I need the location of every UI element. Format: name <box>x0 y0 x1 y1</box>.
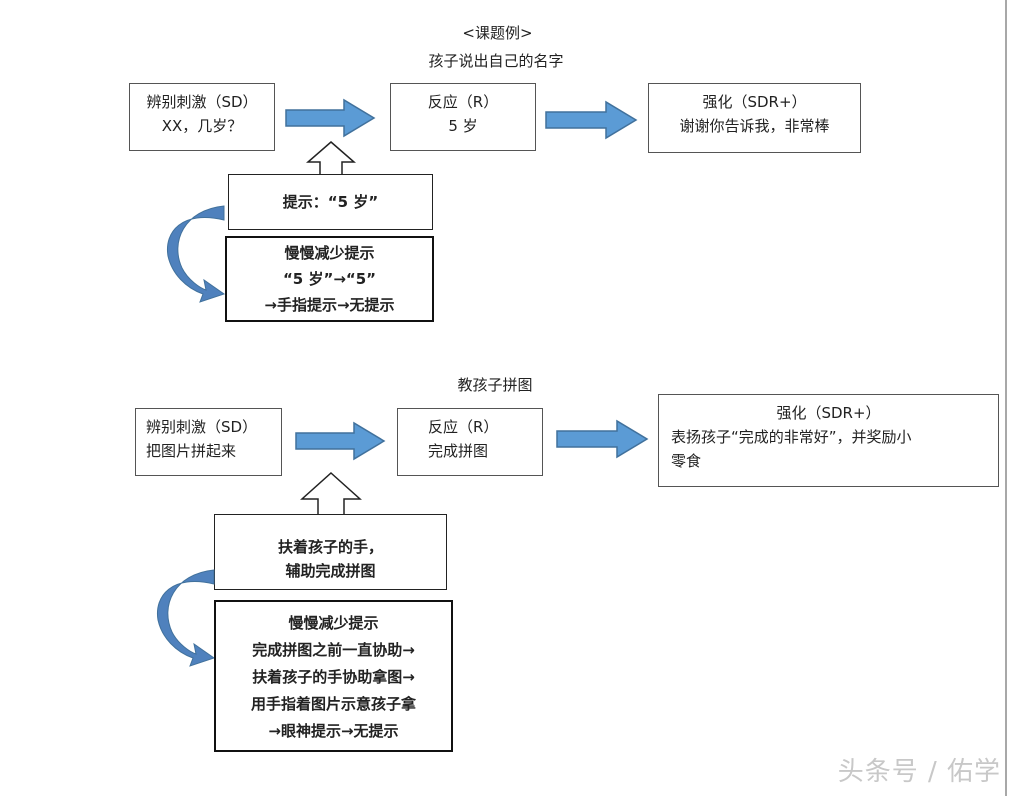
fading-box: 慢慢减少提示 完成拼图之前一直协助→ 扶着孩子的手协助拿图→ 用手指着图片示意孩… <box>214 600 453 752</box>
diagram-1-title: 孩子说出自己的名字 <box>428 52 564 70</box>
fading-step: →手指提示→无提示 <box>264 296 395 314</box>
arrow-right-icon <box>545 100 638 140</box>
prompt-box: 提示：“5 岁” <box>228 174 433 230</box>
fading-step: “5 岁”→“5” <box>282 270 377 288</box>
response-text: 5 岁 <box>448 117 478 135</box>
fading-box: 慢慢减少提示 “5 岁”→“5” →手指提示→无提示 <box>225 236 434 322</box>
response-box: 反应（R） 5 岁 <box>390 83 536 151</box>
reinforce-text: 零食 <box>671 452 702 470</box>
sd-text: XX，几岁？ <box>161 117 243 135</box>
page-edge-rule <box>1005 0 1007 796</box>
response-box: 反应（R） 完成拼图 <box>397 408 543 476</box>
reinforce-text: 表扬孩子“完成的非常好”，并奖励小 <box>671 428 912 446</box>
arrow-up-outline-icon <box>305 141 357 177</box>
prompt-text: 提示：“5 岁” <box>282 193 379 211</box>
sd-label: 辨别刺激（SD） <box>146 93 258 111</box>
reinforce-box: 强化（SDR+） 表扬孩子“完成的非常好”，并奖励小 零食 <box>658 394 999 487</box>
reinforce-text: 谢谢你告诉我，非常棒 <box>679 117 830 135</box>
arrow-up-outline-icon <box>300 471 362 516</box>
reinforce-box: 强化（SDR+） 谢谢你告诉我，非常棒 <box>648 83 861 153</box>
reinforce-label: 强化（SDR+） <box>702 93 807 111</box>
diagram-2-title: 教孩子拼图 <box>457 376 533 394</box>
curved-arrow-icon <box>156 569 216 667</box>
arrow-right-icon <box>556 419 649 459</box>
prompt-text: 扶着孩子的手， <box>277 538 383 556</box>
fading-title: 慢慢减少提示 <box>288 614 379 632</box>
fading-step: 扶着孩子的手协助拿图→ <box>252 668 415 686</box>
curved-arrow-icon <box>166 205 226 303</box>
fading-step: 完成拼图之前一直协助→ <box>252 641 415 659</box>
sd-box: 辨别刺激（SD） 把图片拼起来 <box>135 408 282 476</box>
arrow-right-icon <box>285 98 376 138</box>
prompt-text: 辅助完成拼图 <box>285 562 376 580</box>
reinforce-label: 强化（SDR+） <box>776 404 881 422</box>
response-text: 完成拼图 <box>428 442 489 460</box>
fading-step: →眼神提示→无提示 <box>268 722 399 740</box>
sd-text: 把图片拼起来 <box>146 442 237 460</box>
sd-box: 辨别刺激（SD） XX，几岁？ <box>129 83 275 151</box>
response-label: 反应（R） <box>428 418 499 436</box>
sd-label: 辨别刺激（SD） <box>146 418 258 436</box>
arrow-right-icon <box>295 421 386 461</box>
prompt-box: 扶着孩子的手， 辅助完成拼图 <box>214 514 447 590</box>
response-label: 反应（R） <box>427 93 499 111</box>
diagram-1-subtitle: <课题例> <box>462 24 533 42</box>
fading-step: 用手指着图片示意孩子拿 <box>250 695 416 713</box>
watermark: 头条号 / 佑学 <box>837 757 1001 787</box>
fading-title: 慢慢减少提示 <box>284 244 375 262</box>
